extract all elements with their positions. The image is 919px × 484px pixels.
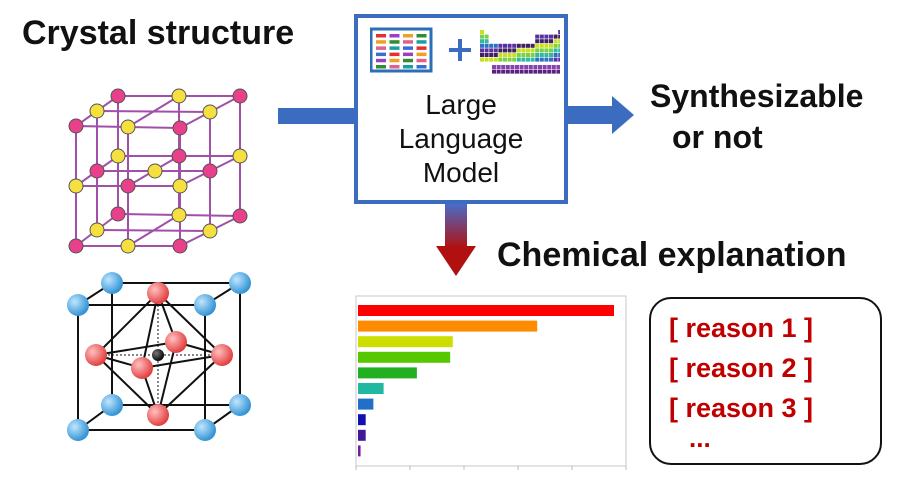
synthesizable-line-2: or not bbox=[672, 119, 763, 155]
chart-bar bbox=[358, 336, 453, 348]
reason-item-3: [ reason 3 ] bbox=[669, 393, 814, 423]
chart-bar bbox=[358, 367, 417, 379]
chart-bar bbox=[358, 445, 361, 457]
llm-box: Large Language Model bbox=[354, 14, 568, 204]
synthesizable-label: Synthesizable or not bbox=[650, 76, 863, 158]
chart-bar bbox=[358, 351, 451, 363]
chemical-explanation-title: Chemical explanation bbox=[497, 236, 847, 274]
reasons-box: [ reason 1 ] [ reason 2 ] [ reason 3 ] .… bbox=[649, 297, 882, 465]
plus-icon bbox=[449, 39, 471, 61]
llm-label-line-2: Language bbox=[398, 123, 524, 154]
chart-bar bbox=[358, 398, 374, 410]
chart-bar bbox=[358, 305, 614, 316]
token-table-icon bbox=[370, 27, 433, 73]
rocksalt-lattice-diagram bbox=[68, 88, 248, 254]
explanation-arrow bbox=[436, 204, 476, 276]
reason-item-2: [ reason 2 ] bbox=[669, 353, 814, 383]
crystal-structure-title: Crystal structure bbox=[22, 14, 295, 52]
llm-input-icons bbox=[370, 27, 560, 74]
chart-bar bbox=[358, 383, 384, 394]
synthesizable-line-1: Synthesizable bbox=[650, 78, 864, 114]
octahedral-cell-diagram bbox=[67, 272, 251, 441]
llm-label-line-3: Model bbox=[422, 157, 500, 188]
reason-item-1: [ reason 1 ] bbox=[669, 313, 814, 343]
llm-label: Large Language Model bbox=[358, 88, 564, 190]
chart-bar bbox=[358, 429, 366, 441]
importance-bar-chart bbox=[355, 295, 627, 470]
llm-label-line-1: Large bbox=[425, 89, 497, 120]
chart-bar bbox=[358, 414, 366, 426]
input-arrow bbox=[278, 108, 356, 124]
periodic-table-icon bbox=[480, 30, 560, 74]
chart-bar bbox=[358, 320, 538, 332]
output-arrow bbox=[566, 96, 634, 134]
reason-ellipsis: ... bbox=[689, 423, 711, 453]
